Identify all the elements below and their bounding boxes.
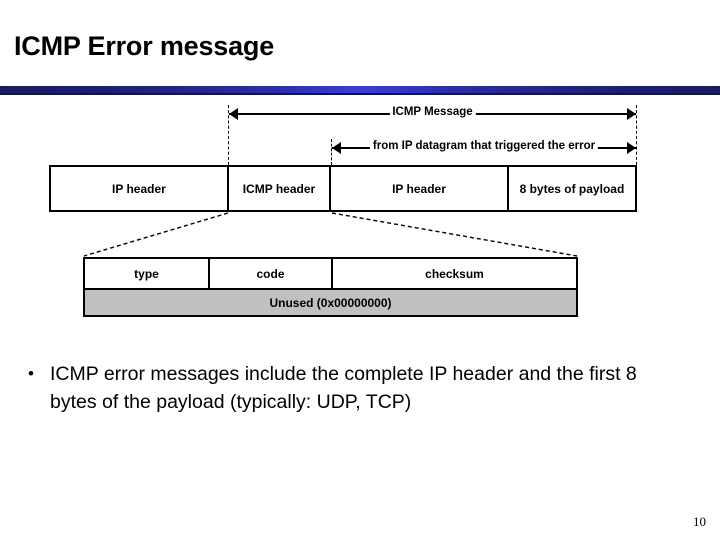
packet-field-label: IP header bbox=[111, 181, 166, 196]
arrow-head-right-icon bbox=[627, 142, 636, 154]
icmp-header-field-row: type code checksum bbox=[83, 257, 578, 290]
bullet-marker-icon: • bbox=[28, 364, 34, 383]
title-divider-gradient bbox=[0, 86, 720, 95]
guide-line-packet-end bbox=[636, 105, 637, 165]
packet-field-ip-header-outer: IP header bbox=[51, 167, 229, 210]
arrow-head-left-icon bbox=[229, 108, 238, 120]
connector-left bbox=[83, 212, 229, 257]
guide-line-icmp-start bbox=[228, 105, 229, 165]
icmp-unused-label: Unused (0x00000000) bbox=[269, 295, 392, 310]
page-title: ICMP Error message bbox=[14, 31, 275, 61]
packet-field-ip-header-embedded: IP header bbox=[331, 167, 509, 210]
connector-right bbox=[331, 212, 578, 257]
icmp-field-label: checksum bbox=[425, 266, 484, 281]
icmp-field-label: code bbox=[256, 266, 285, 281]
title-divider bbox=[0, 86, 720, 95]
arrow-head-left-icon bbox=[332, 142, 341, 154]
packet-field-icmp-header: ICMP header bbox=[229, 167, 332, 210]
span-arrow-icmp-message: ICMP Message bbox=[229, 105, 636, 121]
packet-field-label: ICMP header bbox=[242, 181, 316, 196]
list-item: • ICMP error messages include the comple… bbox=[28, 360, 688, 416]
list-item-text: ICMP error messages include the complete… bbox=[50, 363, 637, 413]
packet-field-payload-8-bytes: 8 bytes of payload bbox=[509, 167, 635, 210]
body-bullet-list: • ICMP error messages include the comple… bbox=[28, 360, 688, 416]
arrow-head-right-icon bbox=[627, 108, 636, 120]
guide-line-embedded-start bbox=[331, 139, 332, 165]
span-arrow-label: from IP datagram that triggered the erro… bbox=[369, 139, 599, 153]
span-arrow-triggering-datagram: from IP datagram that triggered the erro… bbox=[332, 139, 636, 155]
page-number: 10 bbox=[693, 514, 706, 529]
span-arrow-label: ICMP Message bbox=[389, 105, 476, 119]
icmp-error-message-diagram: ICMP Message from IP datagram that trigg… bbox=[0, 95, 720, 325]
packet-field-label: IP header bbox=[392, 181, 446, 196]
icmp-field-checksum: checksum bbox=[333, 259, 576, 288]
icmp-field-type: type bbox=[85, 259, 210, 288]
icmp-header-detail: type code checksum Unused (0x00000000) bbox=[83, 257, 578, 317]
packet-layout-row: IP header ICMP header IP header 8 bytes … bbox=[49, 165, 637, 212]
packet-field-label: 8 bytes of payload bbox=[519, 181, 625, 196]
icmp-field-label: type bbox=[134, 266, 159, 281]
icmp-field-code: code bbox=[210, 259, 333, 288]
title-divider-underline bbox=[0, 93, 720, 95]
icmp-field-unused: Unused (0x00000000) bbox=[83, 290, 578, 317]
